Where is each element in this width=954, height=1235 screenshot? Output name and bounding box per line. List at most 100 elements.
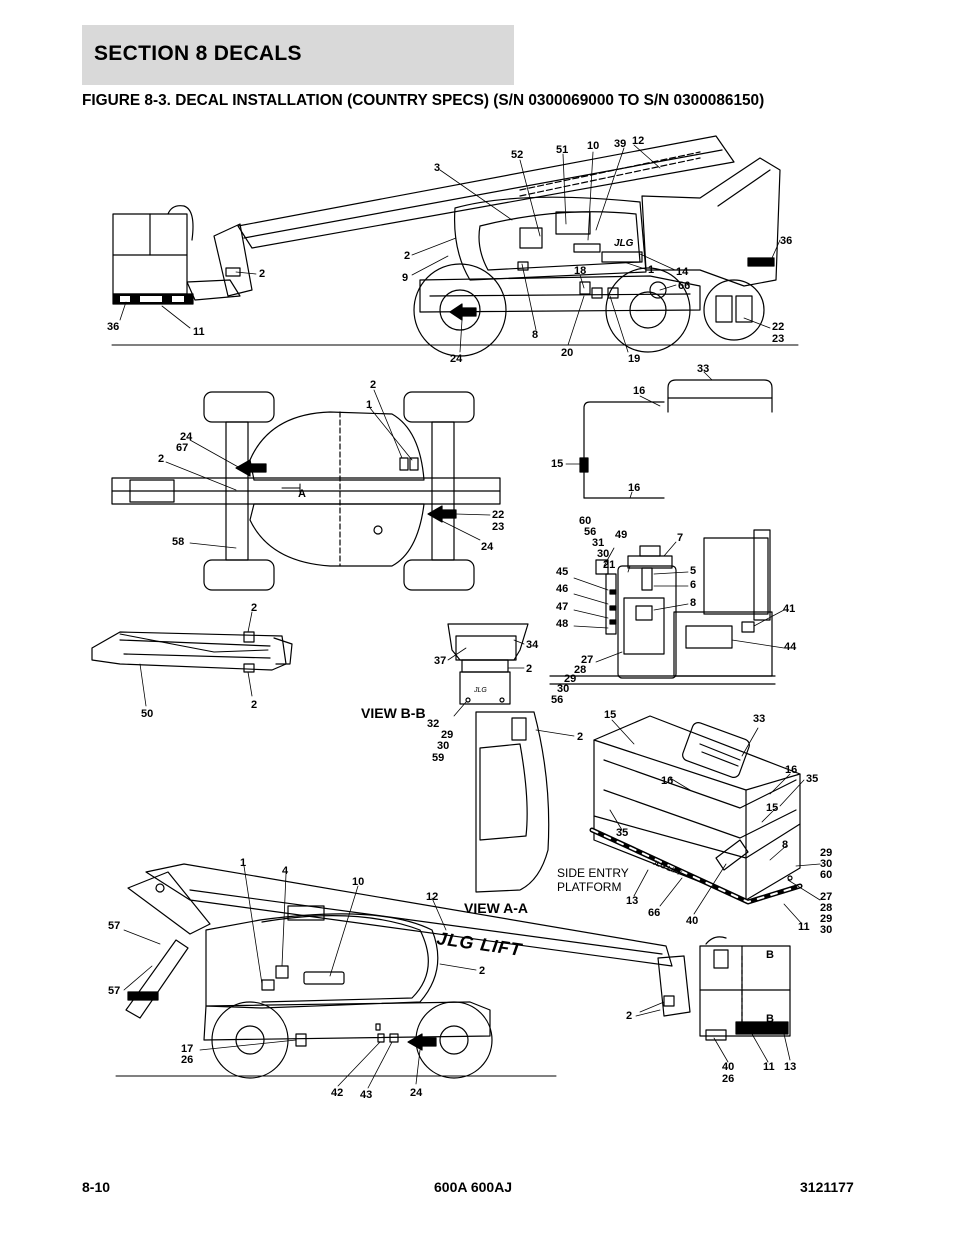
callout-51: 51 [556, 144, 568, 156]
main-side-view: JLG LIFT [115, 863, 673, 1079]
callout-50: 50 [141, 708, 153, 720]
callout-15-iso-right: 15 [766, 802, 778, 814]
callout-29-control: 29 [564, 673, 576, 685]
top-view-machine [111, 391, 501, 591]
section-mark-b-upper: B [766, 949, 774, 961]
callout-57-lower: 57 [108, 985, 120, 997]
callout-33-iso: 33 [753, 713, 765, 725]
callout-24-main: 24 [410, 1087, 423, 1099]
callout-7: 7 [677, 532, 683, 544]
callout-27-control: 27 [581, 654, 593, 666]
callout-2-turret: 2 [404, 250, 410, 262]
footer-page-number: 8-10 [82, 1179, 111, 1195]
callout-17: 17 [181, 1043, 193, 1055]
callout-24-plan-b: 24 [481, 541, 494, 553]
callout-29-iso-b: 29 [820, 913, 832, 925]
callout-16-iso-left: 16 [661, 775, 673, 787]
callout-45: 45 [556, 566, 568, 578]
callout-16-iso-right: 16 [785, 764, 797, 776]
callout-20: 20 [561, 347, 573, 359]
callout-12-main: 12 [426, 891, 438, 903]
callout-29-iso: 29 [820, 847, 832, 859]
leader-lines [119, 144, 821, 1089]
callout-8-iso: 8 [782, 839, 788, 851]
callout-16-rail-top: 16 [633, 385, 645, 397]
callout-28-control: 28 [574, 664, 586, 676]
callout-6: 6 [690, 579, 696, 591]
callout-67: 67 [176, 442, 188, 454]
callout-5: 5 [690, 565, 696, 577]
callout-58: 58 [172, 536, 184, 548]
side-entry-label-1: SIDE ENTRY [557, 866, 629, 880]
callout-11: 11 [193, 326, 205, 338]
callout-1-main: 1 [240, 857, 246, 869]
callout-52: 52 [511, 149, 523, 161]
callout-57-upper: 57 [108, 920, 120, 932]
callout-44: 44 [784, 641, 797, 653]
callout-66-iso: 66 [648, 907, 660, 919]
callout-56-control: 56 [584, 526, 596, 538]
callout-46: 46 [556, 583, 568, 595]
callout-13-iso: 13 [626, 895, 638, 907]
callout-2-boom-top: 2 [251, 602, 257, 614]
svg-text:JLG: JLG [473, 687, 487, 694]
callout-35-iso-left: 35 [616, 827, 628, 839]
side-view-machine: JLG [111, 135, 799, 357]
callout-2-jib: 2 [259, 268, 265, 280]
callout-21: 21 [603, 559, 615, 571]
callout-23-plan: 23 [492, 521, 504, 533]
callout-2-plan: 2 [370, 379, 376, 391]
callout-47: 47 [556, 601, 568, 613]
side-entry-label-2: PLATFORM [557, 880, 621, 894]
callout-35-iso-right: 35 [806, 773, 818, 785]
callout-48: 48 [556, 618, 568, 630]
callout-2-viewbb: 2 [526, 663, 532, 675]
callout-56-control-b: 56 [551, 694, 563, 706]
callout-14: 14 [676, 266, 689, 278]
callout-3: 3 [434, 162, 440, 174]
callout-36-counterweight: 36 [780, 235, 792, 247]
callout-15-iso-top: 15 [604, 709, 616, 721]
callout-24: 24 [450, 353, 463, 365]
callout-15-rail: 15 [551, 458, 563, 470]
callout-59: 59 [432, 752, 444, 764]
callout-30-viewbb: 30 [437, 740, 449, 752]
section-mark-a: A [298, 488, 306, 500]
callout-10-main: 10 [352, 876, 364, 888]
callout-34: 34 [526, 639, 539, 651]
figure-title: FIGURE 8-3. DECAL INSTALLATION (COUNTRY … [82, 92, 765, 109]
callout-2-viewaa: 2 [577, 731, 583, 743]
section-mark-b-lower: B [766, 1013, 774, 1025]
section-title: SECTION 8 DECALS [94, 42, 302, 65]
view-aa-cover [475, 711, 550, 893]
callout-49: 49 [615, 529, 627, 541]
callout-30-control: 30 [597, 548, 609, 560]
callout-labels: 52 51 10 39 12 3 2 9 2 36 36 11 18 1 14 … [107, 135, 832, 1101]
callout-30-iso: 30 [820, 858, 832, 870]
callout-40-iso: 40 [686, 915, 698, 927]
callout-24-plan: 24 [180, 431, 193, 443]
callout-43: 43 [360, 1089, 372, 1101]
callout-28-iso: 28 [820, 902, 832, 914]
callout-22-plan: 22 [492, 509, 504, 521]
callout-60-iso: 60 [820, 869, 832, 881]
callout-33-rail: 33 [697, 363, 709, 375]
callout-2-main-b: 2 [626, 1010, 632, 1022]
callout-60-control: 60 [579, 515, 591, 527]
footer-doc-number: 3121177 [800, 1179, 854, 1195]
svg-text:JLG: JLG [614, 238, 634, 249]
callout-2-main: 2 [479, 965, 485, 977]
ground-control-view [549, 529, 776, 685]
callout-16-rail-bottom: 16 [628, 482, 640, 494]
callout-30-control-b: 30 [557, 683, 569, 695]
section-header-band [82, 25, 514, 85]
callout-41: 41 [783, 603, 795, 615]
callout-11-side: 11 [763, 1061, 775, 1073]
boom-side-view [91, 631, 293, 673]
callout-23: 23 [772, 333, 784, 345]
callout-1: 1 [648, 264, 654, 276]
callout-26-side: 26 [722, 1073, 734, 1085]
callout-4: 4 [282, 865, 289, 877]
callout-2-plan-b: 2 [158, 453, 164, 465]
